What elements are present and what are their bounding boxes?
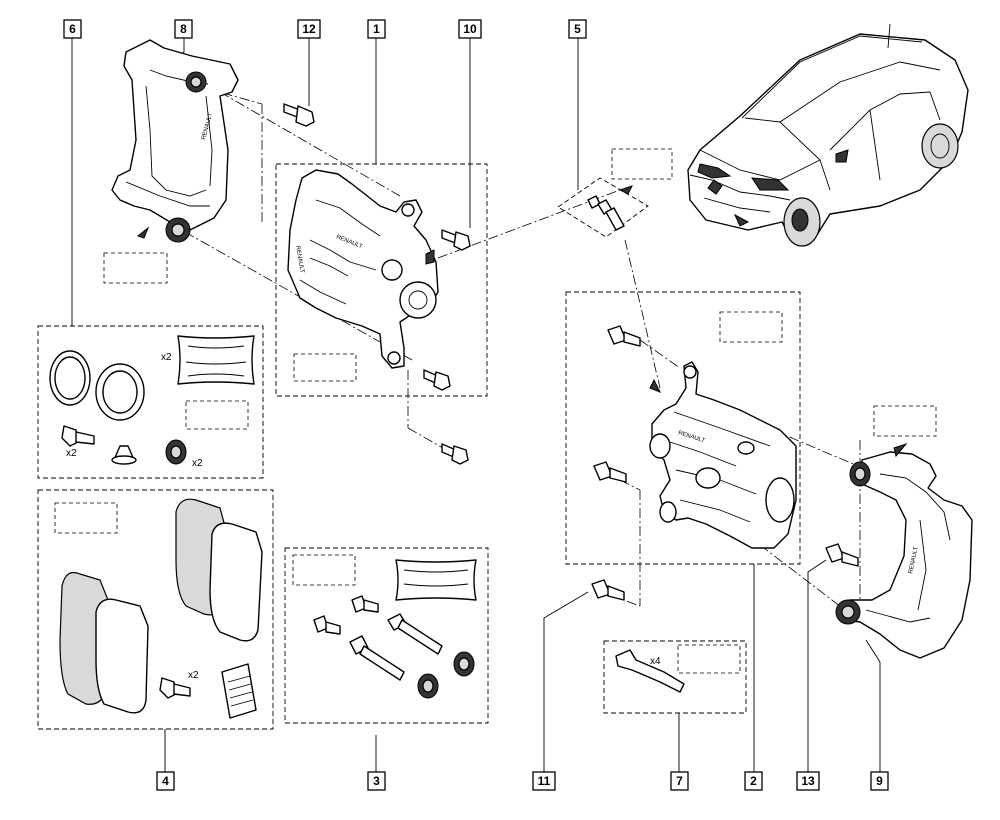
svg-text:7: 7 (676, 774, 683, 788)
svg-text:1: 1 (373, 22, 380, 36)
part-label-7: 7 (670, 771, 689, 791)
part-label-9: 9 (870, 771, 889, 791)
svg-text:RENAULT: RENAULT (908, 546, 920, 575)
group-frame-spring-kit (603, 640, 747, 714)
car-icon (687, 23, 969, 247)
group-frame-caliper-rear (565, 291, 801, 565)
brake-pad-icon (59, 571, 149, 714)
grease-sachet-icon (177, 335, 255, 385)
bush-icon (453, 651, 475, 677)
guide-pin-icon (387, 613, 443, 655)
arrow-icon (893, 442, 908, 458)
group-frame-caliper-front (275, 163, 488, 397)
bolt-icon (593, 461, 627, 483)
svg-text:12: 12 (302, 22, 316, 36)
caliper-icon: RENAULT (649, 361, 797, 549)
bracket-icon: RENAULT (111, 39, 239, 243)
part-label-1: 1 (367, 19, 386, 39)
bolt-icon (61, 425, 95, 447)
bolt-icon (423, 369, 451, 391)
pad-bolts-quantity: x2 (188, 670, 199, 681)
svg-text:4: 4 (162, 774, 169, 788)
seal-ring-icon (95, 363, 145, 421)
placeholder-box (611, 148, 673, 180)
bolt-icon (591, 579, 625, 601)
placeholder-box (293, 353, 357, 382)
arrow-icon (618, 185, 633, 195)
svg-text:8: 8 (180, 22, 187, 36)
arrow-icon (136, 226, 150, 239)
svg-text:RENAULT: RENAULT (294, 245, 305, 274)
brake-pad-icon (175, 498, 263, 642)
placeholder-box (719, 311, 783, 343)
part-label-11: 11 (532, 771, 556, 791)
svg-text:13: 13 (801, 774, 815, 788)
leader-lines (71, 38, 881, 772)
bush-icon (165, 439, 187, 465)
part-label-5: 5 (568, 19, 587, 39)
svg-text:3: 3 (373, 774, 380, 788)
part-label-2: 2 (744, 771, 763, 791)
cap-icon (111, 445, 137, 465)
spring-clip-icon (615, 649, 685, 693)
svg-text:9: 9 (876, 774, 883, 788)
svg-text:11: 11 (538, 774, 551, 788)
part-label-4: 4 (156, 771, 175, 791)
bleed-screw-icon (587, 195, 625, 231)
grease-sachet-icon (395, 559, 477, 601)
instruction-leaflet-icon (221, 663, 257, 719)
bolt-icon (825, 543, 859, 567)
seal-ring-icon (49, 350, 91, 406)
bolt-icon (351, 595, 379, 613)
svg-text:5: 5 (574, 22, 581, 36)
seal-quantity: x2 (161, 352, 172, 363)
placeholder-box (103, 252, 168, 284)
part-label-6: 6 (63, 19, 82, 39)
bracket-icon: RENAULT (835, 451, 973, 659)
svg-text:10: 10 (463, 22, 477, 36)
springs-quantity: x4 (650, 656, 661, 667)
group-frame-pad-set (37, 489, 274, 730)
bolt-icon (607, 325, 641, 347)
bolts-quantity: x2 (66, 448, 77, 459)
placeholder-box (54, 502, 118, 534)
bolt-icon (441, 229, 471, 251)
group-frame-guide-kit (284, 547, 489, 724)
svg-text:6: 6 (69, 22, 76, 36)
placeholder-box (185, 400, 249, 430)
bush-icon (417, 673, 439, 699)
bolt-icon (283, 103, 315, 127)
bushes-quantity: x2 (192, 458, 203, 469)
bolt-icon (313, 615, 341, 635)
guide-pin-icon (349, 635, 405, 681)
placeholder-box (677, 644, 741, 674)
placeholder-box (873, 405, 937, 437)
part-label-8: 8 (174, 19, 193, 39)
bolt-icon (159, 677, 191, 699)
placeholder-box (292, 554, 356, 586)
part-label-13: 13 (796, 771, 820, 791)
bolt-icon (441, 443, 469, 465)
group-frame-seal-kit (37, 325, 264, 479)
group-frame-bleed-screw (557, 177, 649, 238)
svg-text:2: 2 (750, 774, 757, 788)
part-label-10: 10 (458, 19, 482, 39)
part-label-12: 12 (297, 19, 321, 39)
part-label-3: 3 (367, 771, 386, 791)
arrow-icon (649, 378, 662, 393)
caliper-icon: RENAULT RENAULT (287, 169, 439, 369)
